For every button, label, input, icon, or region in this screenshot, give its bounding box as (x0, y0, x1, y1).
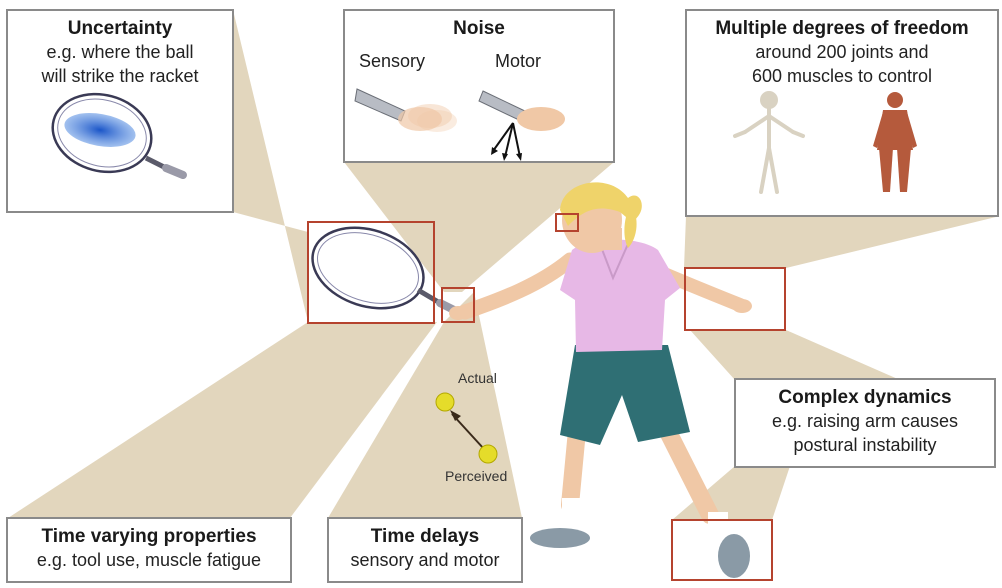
racket-illustration (311, 226, 466, 318)
time-varying-box: Time varying properties e.g. tool use, m… (6, 517, 292, 583)
highlight-boxes (307, 213, 786, 581)
time-delays-box: Time delays sensory and motor (327, 517, 523, 583)
anatomy-icon (733, 91, 917, 194)
wedge-uncertainty (233, 10, 308, 322)
uncertainty-box: Uncertainty e.g. where the ball will str… (6, 9, 234, 213)
dof-line2: 600 muscles to control (751, 66, 933, 86)
noise-title: Noise (453, 18, 505, 39)
time-delays-title: Time delays (370, 526, 480, 547)
wedge-noise (344, 162, 614, 292)
dof-box: Multiple degrees of freedom around 200 j… (685, 9, 999, 217)
ball-diagram (435, 392, 498, 464)
perceived-label: Perceived (445, 468, 508, 484)
player-figure (449, 182, 752, 578)
highlight-foot (671, 519, 773, 581)
skeleton-icon (733, 91, 805, 194)
time-delays-line1: sensory and motor (350, 550, 500, 570)
wedge-dynamics (690, 330, 900, 380)
dof-line1: around 200 joints and (755, 42, 929, 62)
noise-motor-label: Motor (495, 51, 542, 71)
noise-sensory-label: Sensory (359, 51, 426, 71)
highlight-racket (307, 221, 435, 324)
actual-label: Actual (458, 370, 497, 386)
dof-title: Multiple degrees of freedom (715, 18, 969, 39)
highlight-arm (684, 267, 786, 331)
dynamics-line2: postural instability (793, 435, 937, 455)
noise-hands-icon (354, 88, 565, 161)
uncertainty-title: Uncertainty (67, 18, 173, 39)
highlight-eyes (555, 213, 579, 232)
noise-box: Noise Sensory Motor (343, 9, 615, 163)
highlight-hand (441, 287, 475, 323)
time-varying-title: Time varying properties (41, 526, 257, 547)
uncertainty-racket-icon (51, 92, 187, 179)
dynamics-title: Complex dynamics (778, 387, 952, 408)
time-varying-line1: e.g. tool use, muscle fatigue (36, 550, 262, 570)
wedge-dof (684, 216, 1000, 268)
wedge-time-varying (8, 322, 437, 518)
callout-wedges (8, 10, 1000, 520)
uncertainty-line2: will strike the racket (41, 66, 199, 86)
muscle-figure-icon (873, 92, 917, 192)
wedge-time-delays (328, 292, 522, 518)
dynamics-line1: e.g. raising arm causes (771, 411, 959, 431)
dynamics-box: Complex dynamics e.g. raising arm causes… (734, 378, 996, 468)
uncertainty-line1: e.g. where the ball (46, 42, 194, 62)
